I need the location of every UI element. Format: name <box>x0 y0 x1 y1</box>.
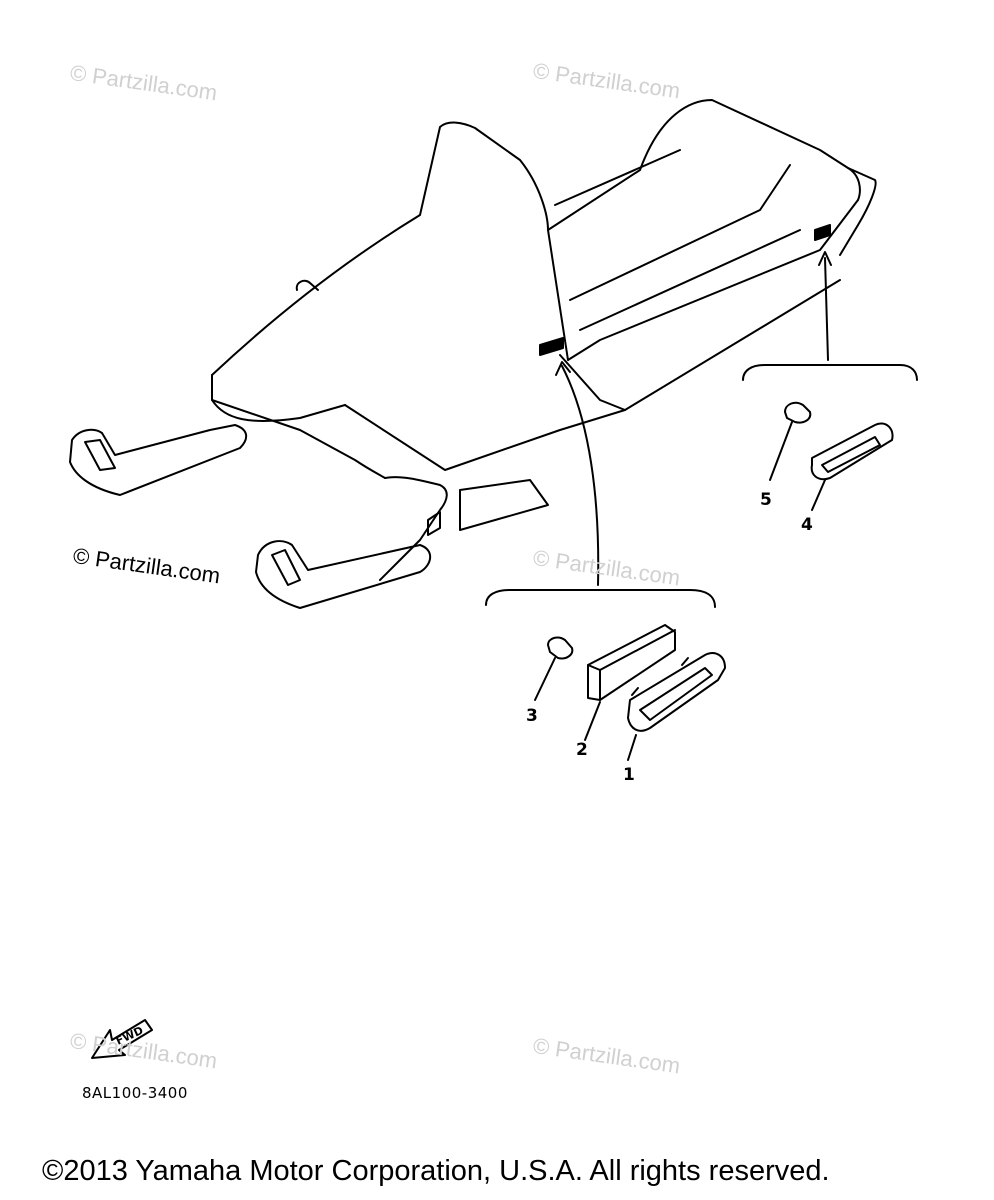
leader-2 <box>584 701 601 741</box>
callout-2: 2 <box>576 740 588 760</box>
arrow-rear <box>824 257 829 361</box>
windshield <box>211 121 569 376</box>
hood-side <box>211 399 386 479</box>
label-patch-front <box>539 337 564 356</box>
callout-3: 3 <box>526 706 538 726</box>
left-ski <box>69 424 248 496</box>
callout-1: 1 <box>623 765 635 785</box>
reflector-4 <box>810 422 894 481</box>
body-lower <box>379 476 448 581</box>
callout-4: 4 <box>801 515 813 535</box>
body-side <box>344 404 626 471</box>
fwd-arrow-icon <box>91 1019 153 1059</box>
callout-5: 5 <box>760 490 772 510</box>
handle-knob <box>295 279 319 291</box>
bracket-upper <box>742 364 918 381</box>
label-patch-rear <box>814 224 831 241</box>
reflector-1 <box>627 652 726 732</box>
seat-panel <box>569 164 791 301</box>
diagram-code: 8AL100-3400 <box>82 1084 188 1102</box>
copyright-notice: ©2013 Yamaha Motor Corporation, U.S.A. A… <box>42 1155 830 1187</box>
seat-panel-2 <box>579 229 801 331</box>
leader-5 <box>769 421 793 481</box>
right-ski <box>255 540 432 609</box>
seat-bottom-line <box>559 279 841 411</box>
grommet-5 <box>784 401 812 424</box>
leader-1 <box>627 734 637 761</box>
bracket-lower <box>485 589 716 608</box>
arrow-rear-head <box>818 251 832 266</box>
grommet-3 <box>547 636 574 660</box>
seat-side-line <box>554 149 681 206</box>
right-ski-inner <box>271 549 301 586</box>
reflector-1-pin2 <box>631 687 639 696</box>
plate-2-line <box>587 629 676 671</box>
plate-2 <box>587 624 676 701</box>
reflector-1-pin <box>681 657 689 666</box>
small-vent <box>427 511 441 536</box>
leader-4 <box>811 479 826 511</box>
reflector-1-inner <box>639 667 713 721</box>
body-cutout <box>459 479 549 531</box>
seat-lower <box>567 199 859 361</box>
rear-bumper <box>839 167 877 256</box>
reflector-4-inner <box>821 436 881 473</box>
hood <box>211 374 346 422</box>
left-ski-inner <box>84 439 116 471</box>
leader-3 <box>534 657 556 701</box>
arrow-front <box>561 365 600 586</box>
arrow-front-head <box>555 361 571 376</box>
seat-top <box>547 99 861 231</box>
